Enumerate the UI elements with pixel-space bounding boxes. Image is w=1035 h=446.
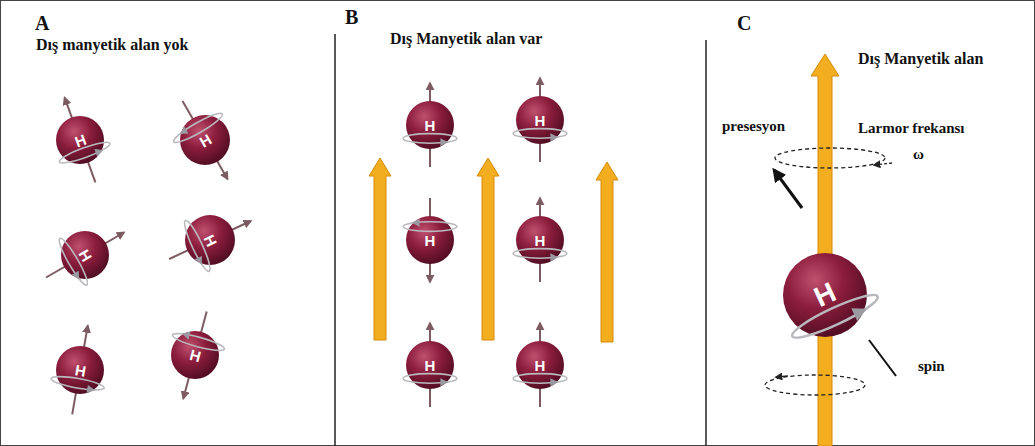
atom-symbol: H <box>72 130 88 150</box>
annotation-label: Larmor frekansı <box>858 120 965 137</box>
spin-orbit <box>765 375 865 395</box>
panel: B Dış Manyetik alan varH H H H H H <box>336 0 706 446</box>
atom-symbol: H <box>75 246 95 264</box>
hydrogen-nucleus: H <box>516 96 564 144</box>
panel-heading: Dış Manyetik alan var <box>390 30 542 48</box>
panel-heading: Dış manyetik alan yok <box>36 36 188 54</box>
atom-symbol: H <box>535 357 546 374</box>
atom-symbol: H <box>425 117 436 134</box>
precession-orbit <box>775 148 885 168</box>
divider <box>334 34 336 446</box>
atom-symbol: H <box>188 345 203 364</box>
hydrogen-nucleus: H <box>406 101 454 149</box>
panel-letter: C <box>737 12 751 34</box>
atom-symbol: H <box>809 276 841 314</box>
larmor-arrow <box>874 163 892 165</box>
hydrogen-nucleus: H <box>516 341 564 389</box>
panel-letter: B <box>345 6 358 28</box>
atom-symbol: H <box>196 130 214 150</box>
panel: C Dış Manyetik alanH <box>707 0 1035 446</box>
annotation-label: spin <box>918 358 945 375</box>
field-arrows <box>369 158 618 342</box>
panel: A Dış manyetik alan yokH H H H H H <box>0 0 335 446</box>
hydrogen-nucleus: H <box>783 253 867 337</box>
hydrogen-nucleus: H <box>56 116 104 164</box>
hydrogen-nucleus: H <box>406 216 454 264</box>
hydrogen-nucleus: H <box>171 331 219 379</box>
hydrogen-nucleus: H <box>56 346 104 394</box>
annotation-label: presesyon <box>722 118 785 135</box>
atom-symbol: H <box>535 112 546 129</box>
annotation-label: ω <box>913 146 924 163</box>
hydrogen-nucleus: H <box>180 115 230 165</box>
panel-heading: Dış Manyetik alan <box>858 50 983 68</box>
precession-arrow <box>774 170 802 208</box>
atom-symbol: H <box>73 361 87 380</box>
field-arrow-c <box>811 54 839 446</box>
hydrogen-nucleus: H <box>516 216 564 264</box>
atom-symbol: H <box>425 357 436 374</box>
hydrogen-nucleus: H <box>406 341 454 389</box>
atom-symbol: H <box>425 232 436 249</box>
hydrogen-nucleus: H <box>61 231 109 279</box>
divider <box>705 40 707 446</box>
hydrogen-nucleus: H <box>185 215 235 265</box>
atom-symbol: H <box>200 231 220 248</box>
spin-axes-a <box>46 98 251 415</box>
atom-symbol: H <box>535 232 546 249</box>
spin-leader <box>869 340 896 376</box>
panel-letter: A <box>35 12 49 34</box>
spin-orbit-arrow <box>776 376 788 377</box>
